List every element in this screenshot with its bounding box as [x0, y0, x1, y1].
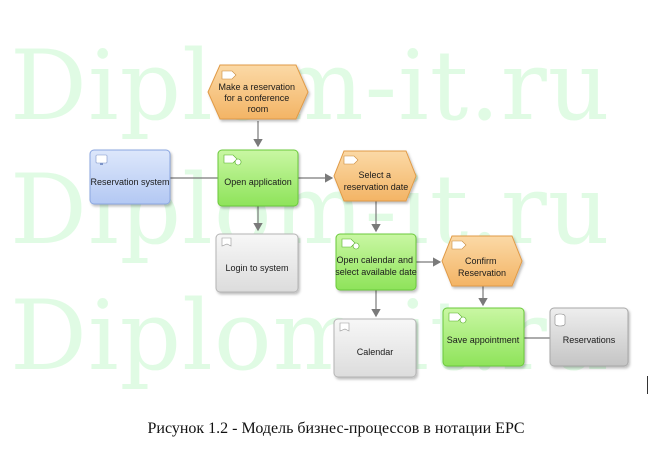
database-reservations: Reservations: [549, 307, 629, 367]
database-icon: [554, 313, 566, 327]
function-open-calendar: Open calendar and select available date: [335, 233, 417, 291]
epc-diagram: Make a reservation for a conference room…: [89, 64, 629, 378]
document-icon: [221, 237, 232, 247]
svg-text:Open application: Open application: [224, 177, 292, 187]
event-make-reservation: Make a reservation for a conference room: [207, 64, 309, 120]
monitor-icon: [95, 154, 108, 165]
event-select-date: Select a reservation date: [333, 150, 417, 202]
figure-caption: Рисунок 1.2 - Модель бизнес-процессов в …: [147, 420, 525, 437]
event-icon: [451, 240, 467, 250]
edges: [170, 121, 550, 339]
svg-text:Select a reservation dat: Select a reservation date: [344, 170, 409, 192]
svg-text:Make a reservation for a: Make a reservation for a conference room: [218, 82, 297, 114]
watermark-line-1: Diplom-it.ru: [10, 30, 611, 142]
function-save-appointment: Save appointment: [442, 307, 525, 367]
svg-text:Calendar: Calendar: [357, 347, 394, 357]
document-login: Login to system: [215, 233, 299, 293]
svg-text:Reservation system: Reservation system: [90, 177, 169, 187]
function-open-application: Open application: [217, 149, 299, 207]
document-icon: [339, 322, 350, 332]
svg-text:Save appointment: Save appointment: [447, 335, 520, 345]
svg-text:Login to system: Login to system: [225, 263, 288, 273]
system-reservation: Reservation system: [89, 149, 171, 205]
event-confirm-reservation: Confirm Reservation: [441, 235, 523, 287]
function-icon: [223, 154, 242, 166]
event-icon: [343, 155, 359, 165]
document-calendar: Calendar: [333, 318, 417, 378]
text-cursor-mark: [647, 376, 648, 394]
svg-text:Open calendar and select: Open calendar and select available date: [335, 255, 417, 277]
svg-text:Confirm Reservation: Confirm Reservation: [458, 256, 506, 278]
function-icon: [448, 312, 467, 324]
event-icon: [221, 70, 237, 80]
svg-text:Reservations: Reservations: [563, 335, 616, 345]
function-icon: [341, 238, 360, 250]
